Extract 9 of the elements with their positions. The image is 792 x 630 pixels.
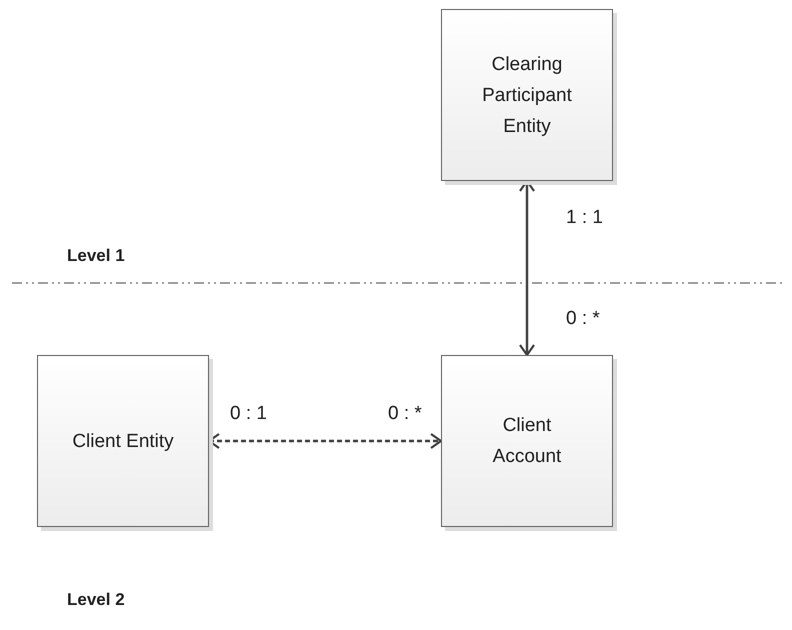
entity-name: Client Entity xyxy=(72,430,174,454)
level-label: Level 2 xyxy=(67,589,125,611)
multiplicity-label: 0 : * xyxy=(388,402,422,426)
multiplicity-label: 0 : 1 xyxy=(230,402,267,426)
entity-name: Client Account xyxy=(492,414,562,469)
level-label: Level 1 xyxy=(67,245,125,267)
entity-name: Clearing Participant Entity xyxy=(481,52,573,138)
multiplicity-label: 1 : 1 xyxy=(566,206,603,230)
multiplicity-label: 0 : * xyxy=(566,307,600,331)
